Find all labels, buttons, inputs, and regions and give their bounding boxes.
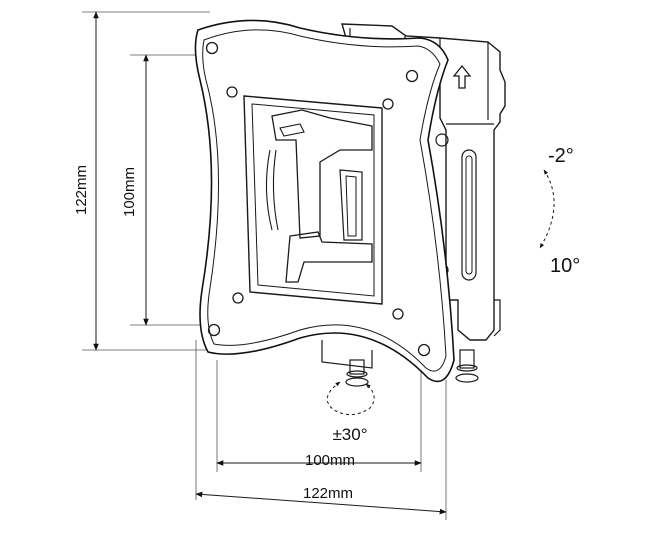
- vesa-plate: [194, 19, 455, 383]
- width-outer-dimension: [195, 340, 447, 520]
- mount-hole-bottom-left: [207, 323, 221, 337]
- up-arrow-icon: [452, 64, 472, 89]
- width-inner-dimension: [216, 360, 422, 472]
- swivel-pivot: [321, 340, 373, 387]
- tilt-down-label: 10°: [550, 255, 580, 277]
- tilt-arm: [265, 109, 373, 283]
- mount-hole-inner-tr: [382, 98, 394, 110]
- tilt-up-label: -2°: [548, 145, 574, 167]
- mount-hole-top-right: [405, 69, 419, 83]
- height-outer-dimension: [82, 11, 210, 351]
- height-outer-label: 122mm: [73, 165, 90, 215]
- height-inner-label: 100mm: [121, 167, 138, 217]
- mount-hole-inner-tl: [226, 86, 238, 98]
- mount-hole-inner-bl: [232, 292, 244, 304]
- width-inner-label: 100mm: [305, 452, 355, 469]
- tilt-angle-indicator: [539, 169, 555, 249]
- width-outer-label: 122mm: [303, 485, 353, 502]
- mount-hole-top-left: [205, 41, 219, 55]
- mount-hole-inner-br: [392, 308, 404, 320]
- mount-hole-bottom-right: [417, 343, 431, 357]
- swivel-angle-indicator: [326, 381, 375, 415]
- swivel-label: ±30°: [332, 425, 367, 444]
